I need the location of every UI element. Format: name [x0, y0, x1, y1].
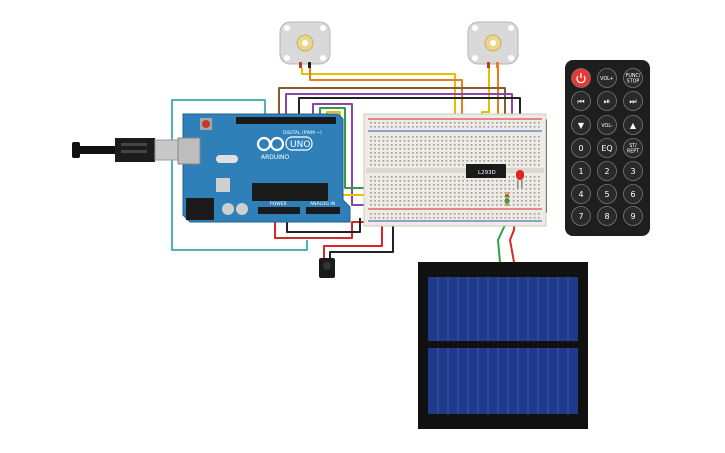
digital-header-label: DIGITAL (PWM ~) [283, 130, 322, 136]
red-led[interactable] [516, 170, 524, 188]
wire-ir-red [323, 218, 383, 258]
remote-button-label: 6 [630, 190, 635, 199]
remote-button-label: ▼ [578, 121, 585, 130]
remote-button-4[interactable]: ⏯ [597, 91, 617, 111]
remote-button-3[interactable]: ⏮ [571, 91, 591, 111]
usb-cable [72, 138, 184, 162]
power-icon [576, 75, 586, 84]
solar-cell-grid [437, 277, 569, 414]
remote-button-11[interactable]: ST/REPT [623, 138, 643, 158]
ir-remote[interactable]: VOL+ FUNC/STOP ⏮ ⏯ ⏭ ▼ VOL- ▲ 0 EQ ST/REPT 1 2 3 4 5 6 7 8… [565, 60, 650, 236]
remote-button-label: VOL- [601, 123, 613, 129]
wire-ir-black [329, 218, 394, 258]
remote-button-label: 2 [604, 167, 609, 176]
chip-label: L293D [478, 170, 496, 176]
remote-button-0[interactable] [571, 68, 591, 88]
remote-button-label: ▲ [630, 121, 637, 130]
l293d-chip[interactable]: L293D [466, 164, 506, 178]
remote-button-5[interactable]: ⏭ [623, 91, 643, 111]
remote-buttons: VOL+ FUNC/STOP ⏮ ⏯ ⏭ ▼ VOL- ▲ 0 EQ ST/REPT 1 2 3 4 5 6 7 8… [571, 68, 643, 226]
power-header-label: POWER [270, 201, 287, 207]
wire-motor-left-orange [309, 68, 463, 140]
remote-button-1[interactable]: VOL+ [597, 68, 617, 88]
remote-button-label: 1 [578, 167, 583, 176]
remote-button-label: EQ [601, 144, 612, 153]
remote-button-label: 8 [604, 212, 609, 221]
breadboard[interactable] [363, 113, 547, 227]
remote-button-6[interactable]: ▼ [571, 115, 591, 135]
breadboard-holes [370, 122, 540, 219]
remote-button-12[interactable]: 1 [571, 161, 591, 181]
wire-red-bottom [274, 214, 370, 239]
remote-button-label: STOP [627, 79, 640, 85]
dc-motor-right[interactable] [467, 21, 519, 68]
remote-button-8[interactable]: ▲ [623, 115, 643, 135]
remote-button-19[interactable]: 8 [597, 206, 617, 226]
remote-button-2[interactable]: FUNC/STOP [623, 68, 643, 88]
remote-button-13[interactable]: 2 [597, 161, 617, 181]
remote-button-label: 3 [630, 167, 635, 176]
remote-button-label: ⏭ [629, 97, 636, 106]
remote-button-18[interactable]: 7 [571, 206, 591, 226]
remote-button-label: VOL+ [600, 76, 614, 82]
wire-teal [171, 99, 308, 251]
remote-button-label: 4 [578, 190, 583, 199]
remote-button-label: 9 [630, 212, 635, 221]
wire-black-bottom [286, 214, 361, 233]
remote-button-10[interactable]: EQ [597, 138, 617, 158]
analog-header-label: ANALOG IN [310, 201, 335, 207]
remote-button-20[interactable]: 9 [623, 206, 643, 226]
ir-receiver[interactable] [319, 258, 335, 278]
arduino-brand-label: ARDUINO [261, 154, 290, 161]
remote-button-label: 0 [578, 144, 583, 153]
resistor[interactable] [504, 192, 510, 206]
remote-button-17[interactable]: 6 [623, 184, 643, 204]
arduino-model-label: UNO [290, 140, 310, 150]
solar-panel[interactable] [418, 262, 588, 429]
remote-button-label: ⏮ [577, 97, 584, 106]
remote-button-7[interactable]: VOL- [597, 115, 617, 135]
dc-motor-left[interactable] [279, 21, 331, 68]
remote-button-label: ST/ [629, 143, 637, 149]
remote-button-label: 7 [578, 212, 583, 221]
remote-button-label: FUNC/ [626, 73, 641, 79]
remote-button-label: REPT [627, 149, 639, 155]
remote-button-16[interactable]: 5 [597, 184, 617, 204]
remote-button-14[interactable]: 3 [623, 161, 643, 181]
arduino-uno[interactable]: ARDUINO UNO DIGITAL (PWM ~) POWER ANALOG… [177, 113, 351, 223]
remote-button-15[interactable]: 4 [571, 184, 591, 204]
remote-button-label: 5 [604, 190, 609, 199]
remote-button-9[interactable]: 0 [571, 138, 591, 158]
remote-button-label: ⏯ [604, 97, 610, 106]
